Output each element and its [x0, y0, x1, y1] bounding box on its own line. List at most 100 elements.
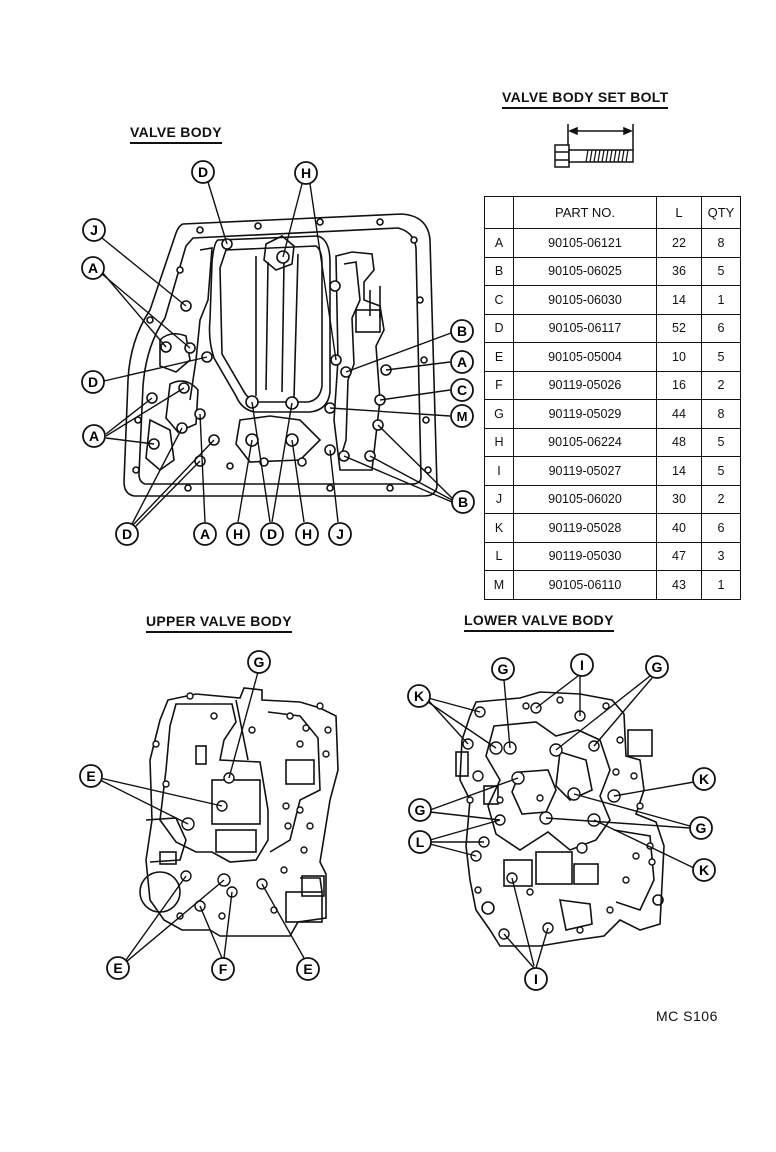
- svg-text:H: H: [301, 165, 311, 181]
- table-cell: E: [484, 342, 514, 372]
- svg-text:I: I: [580, 657, 584, 673]
- lower-valve-body-callouts: G I G K K G G L K I: [407, 653, 716, 991]
- table-cell: 2: [701, 484, 741, 514]
- callout-d: D: [115, 522, 139, 546]
- callout-j: J: [82, 218, 106, 242]
- bolt-hole: [329, 280, 341, 292]
- svg-text:D: D: [198, 164, 208, 180]
- svg-text:E: E: [113, 960, 122, 976]
- svg-text:C: C: [457, 382, 467, 398]
- callout-a: A: [82, 424, 106, 448]
- svg-text:M: M: [457, 409, 468, 424]
- table-cell: 3: [701, 541, 741, 571]
- table-cell: 90105-06020: [513, 484, 657, 514]
- svg-text:B: B: [458, 494, 468, 510]
- table-cell: 90105-06030: [513, 285, 657, 315]
- callout-h: H: [294, 161, 318, 185]
- table-cell: 90105-06117: [513, 313, 657, 343]
- table-cell: 5: [701, 427, 741, 457]
- callout-e: E: [106, 956, 130, 980]
- svg-text:D: D: [267, 526, 277, 542]
- table-header-row: PART NO. L QTY: [484, 196, 741, 229]
- callout-l: L: [408, 830, 432, 854]
- table-cell: 43: [656, 570, 702, 600]
- table-cell: 47: [656, 541, 702, 571]
- table-cell: H: [484, 427, 514, 457]
- svg-text:G: G: [652, 659, 663, 675]
- svg-text:A: A: [457, 354, 467, 370]
- table-cell: L: [484, 541, 514, 571]
- svg-text:H: H: [302, 526, 312, 542]
- callout-i: I: [570, 653, 594, 677]
- table-cell: 1: [701, 285, 741, 315]
- lower-valve-body-drawing: [455, 691, 665, 947]
- table-header: PART NO.: [513, 196, 657, 229]
- callout-a: A: [81, 256, 105, 280]
- table-cell: 90105-06121: [513, 228, 657, 258]
- table-cell: 5: [701, 256, 741, 286]
- svg-text:G: G: [254, 654, 265, 670]
- callout-h: H: [226, 522, 250, 546]
- callout-b: B: [451, 490, 475, 514]
- table-cell: M: [484, 570, 514, 600]
- table-cell: C: [484, 285, 514, 315]
- table-cell: K: [484, 513, 514, 543]
- table-cell: A: [484, 228, 514, 258]
- figure-code: MC S106: [656, 1008, 718, 1024]
- callout-c: C: [450, 378, 474, 402]
- table-cell: 90119-05030: [513, 541, 657, 571]
- bolt-hole: [472, 770, 484, 782]
- callout-e: E: [79, 764, 103, 788]
- table-cell: 90119-05029: [513, 399, 657, 429]
- table-cell: 30: [656, 484, 702, 514]
- table-cell: 1: [701, 570, 741, 600]
- svg-text:D: D: [122, 526, 132, 542]
- valve-body-callouts: D H J A D A D A H D H J B A C M B: [81, 160, 475, 546]
- callout-d: D: [81, 370, 105, 394]
- table-cell: G: [484, 399, 514, 429]
- upper-valve-body-heading: UPPER VALVE BODY: [146, 613, 292, 633]
- svg-text:A: A: [200, 526, 210, 542]
- set-bolt-icon: [554, 124, 634, 168]
- table-cell: D: [484, 313, 514, 343]
- table-cell: 2: [701, 370, 741, 400]
- table-cell: 8: [701, 228, 741, 258]
- callout-h: H: [295, 522, 319, 546]
- svg-text:A: A: [89, 428, 99, 444]
- callout-g: G: [689, 816, 713, 840]
- table-header: L: [656, 196, 702, 229]
- table-header: [484, 196, 514, 229]
- callout-d: D: [191, 160, 215, 184]
- svg-text:G: G: [696, 820, 707, 836]
- valve-body-leaders: [101, 181, 453, 527]
- svg-text:D: D: [88, 374, 98, 390]
- table-cell: 6: [701, 313, 741, 343]
- callout-i: I: [524, 967, 548, 991]
- callout-m: M: [450, 404, 474, 428]
- svg-text:E: E: [303, 961, 312, 977]
- table-cell: 6: [701, 513, 741, 543]
- svg-text:K: K: [414, 688, 424, 704]
- table-cell: 90105-06224: [513, 427, 657, 457]
- callout-g: G: [491, 657, 515, 681]
- callout-g: G: [408, 798, 432, 822]
- table-cell: 44: [656, 399, 702, 429]
- table-cell: J: [484, 484, 514, 514]
- table-cell: 90119-05027: [513, 456, 657, 486]
- svg-text:J: J: [90, 222, 98, 238]
- table-cell: F: [484, 370, 514, 400]
- callout-d: D: [260, 522, 284, 546]
- table-cell: 90119-05026: [513, 370, 657, 400]
- svg-text:K: K: [699, 771, 709, 787]
